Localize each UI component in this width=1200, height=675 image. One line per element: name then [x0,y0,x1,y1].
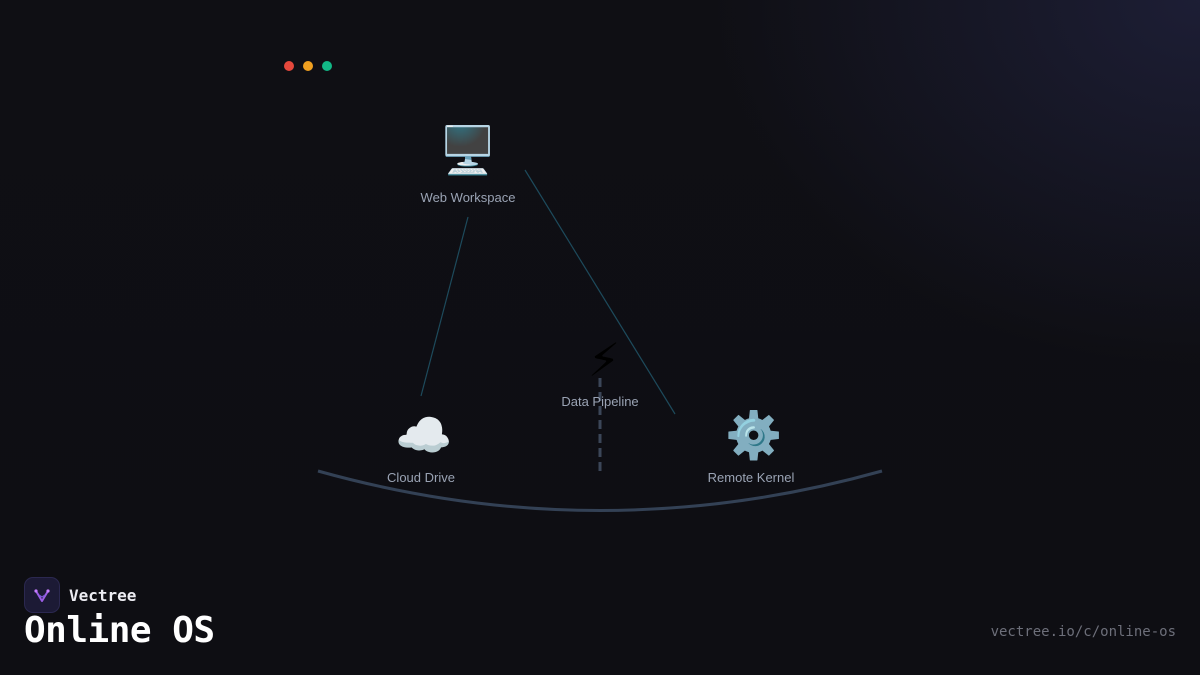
gear-icon: ⚙️ [725,408,783,462]
brand-name: Vectree [69,585,137,605]
node-web-workspace[interactable]: 🖥️ Web Workspace [421,122,516,205]
minimize-dot-icon[interactable] [303,61,313,71]
close-dot-icon[interactable] [284,61,294,71]
maximize-dot-icon[interactable] [322,61,332,71]
node-label-data-pipeline: Data Pipeline [561,394,639,409]
node-label-remote-kernel: Remote Kernel [707,470,795,485]
node-label-web-workspace: Web Workspace [420,190,516,205]
base-arc [317,469,883,512]
node-cloud-drive[interactable]: ☁️ Cloud Drive [387,407,455,485]
page-url[interactable]: vectree.io/c/online-os [990,624,1176,640]
connector-workspace-cloud [420,216,469,397]
vectree-logo-icon [24,577,60,613]
window-controls [284,61,332,71]
node-remote-kernel[interactable]: ⚙️ Remote Kernel [708,407,795,485]
desktop-computer-icon: 🖥️ [439,123,497,177]
lightning-icon: ⚡ [587,333,621,387]
brand: Vectree [24,577,136,613]
page-title: Online OS [24,610,215,651]
node-data-pipeline[interactable]: ⚡ Data Pipeline [561,332,638,409]
connector-workspace-kernel [524,169,676,415]
node-label-cloud-drive: Cloud Drive [387,470,455,485]
cloud-icon: ☁️ [395,408,453,462]
